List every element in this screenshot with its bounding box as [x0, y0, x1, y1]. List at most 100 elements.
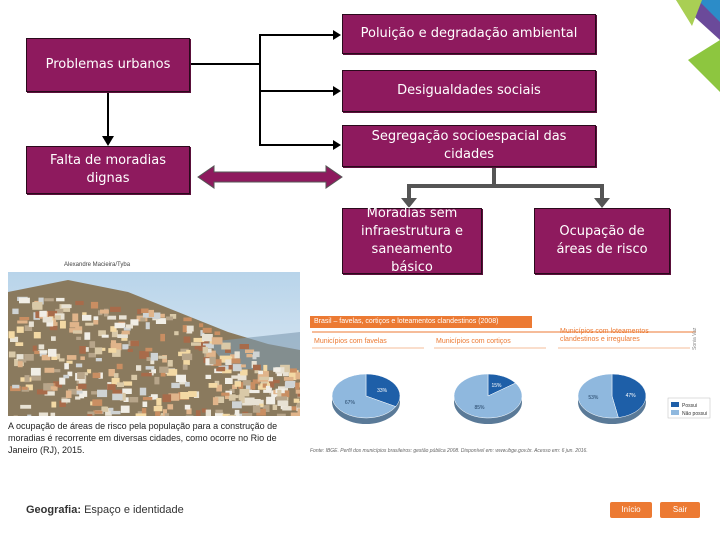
house [198, 345, 206, 351]
house [148, 309, 154, 317]
double-arrow [197, 165, 343, 189]
house [122, 388, 132, 394]
house [171, 382, 180, 389]
house [181, 353, 193, 361]
house [59, 377, 66, 385]
photo-credit: Alexandre Macieira/Tyba [64, 262, 131, 268]
house [131, 374, 138, 380]
house [59, 400, 66, 407]
house [290, 412, 300, 416]
house [43, 383, 54, 391]
house [194, 346, 202, 350]
house [202, 346, 208, 354]
house [66, 360, 73, 364]
house [232, 384, 237, 389]
house [240, 364, 246, 368]
house [52, 369, 61, 373]
chart-sub-corticos: Municípios com cortiços [436, 338, 511, 345]
inicio-button[interactable]: Início [610, 502, 652, 518]
house [263, 389, 272, 393]
house [195, 410, 201, 416]
house [206, 350, 216, 358]
house [113, 373, 119, 378]
house [8, 351, 16, 358]
house [209, 356, 216, 365]
house [84, 332, 91, 340]
house [38, 412, 49, 416]
house [159, 366, 169, 373]
house [156, 398, 162, 406]
house [163, 409, 167, 416]
house [160, 333, 165, 342]
house [221, 342, 231, 350]
house [222, 413, 230, 416]
house [280, 364, 290, 373]
house [234, 409, 240, 416]
house [58, 358, 65, 362]
house [137, 309, 142, 315]
house [228, 394, 236, 401]
house [290, 368, 297, 375]
house [180, 392, 190, 400]
house [240, 396, 245, 403]
house [75, 326, 83, 334]
house [154, 376, 160, 385]
house [265, 385, 271, 392]
house [8, 331, 15, 339]
pie-slice [365, 373, 401, 407]
house [272, 404, 278, 410]
house [48, 348, 57, 357]
house [97, 389, 108, 398]
house [175, 374, 186, 383]
pie-data-label: 33% [377, 388, 388, 394]
house [295, 382, 300, 390]
house [259, 403, 264, 407]
node-falta-label: Falta de moradias dignas [50, 153, 166, 186]
house [273, 379, 280, 384]
house [38, 350, 48, 354]
house [79, 346, 86, 354]
house [214, 396, 225, 403]
house [75, 396, 81, 400]
house [296, 402, 300, 408]
house [44, 391, 55, 396]
house [242, 380, 251, 386]
legend-swatch [671, 410, 679, 415]
house [146, 357, 151, 361]
house [95, 358, 102, 362]
house [111, 330, 118, 338]
house [27, 414, 32, 416]
house [205, 358, 214, 366]
house [160, 371, 166, 377]
house [174, 331, 179, 336]
house [254, 368, 259, 374]
house [214, 331, 221, 335]
house [252, 405, 261, 413]
house [183, 359, 190, 365]
house [182, 325, 188, 333]
house [262, 405, 270, 412]
house [184, 404, 191, 410]
house [53, 381, 62, 388]
house [139, 350, 149, 359]
house [100, 309, 109, 314]
house [44, 298, 54, 302]
sair-button[interactable]: Sair [660, 502, 700, 518]
house [145, 347, 153, 352]
house [208, 383, 218, 388]
house [186, 408, 192, 415]
house [78, 375, 86, 384]
house [239, 344, 249, 350]
house [101, 334, 109, 338]
house [127, 348, 133, 352]
house [110, 326, 117, 332]
house [110, 410, 121, 415]
house [114, 322, 126, 329]
house [17, 361, 23, 368]
node-moradias-label: Moradias sem infraestrutura e saneamento… [361, 206, 463, 275]
house [224, 395, 231, 399]
house [277, 400, 289, 406]
node-problemas-label: Problemas urbanos [45, 57, 171, 72]
house [141, 308, 149, 313]
